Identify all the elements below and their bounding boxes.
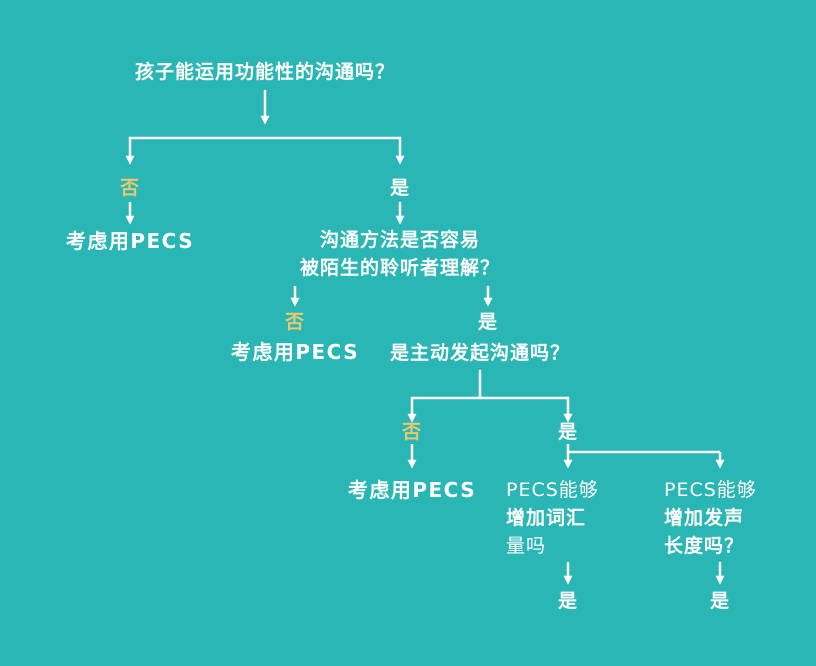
leaf-utterance-line1: PECS能够 — [664, 479, 757, 501]
branch2-yes-label: 是 — [477, 311, 499, 333]
branch1-no-result: 考虑用PECS — [65, 229, 195, 253]
leaf-utterance-line2: 增加发声 — [664, 507, 745, 529]
question-root: 孩子能运用功能性的沟通吗？ — [134, 61, 396, 83]
branch3-no-label: 否 — [401, 421, 423, 443]
leaf-utterance-result: 是 — [709, 590, 731, 612]
connector-split1 — [125, 136, 405, 165]
leaf-vocabulary-result: 是 — [557, 590, 579, 612]
leaf-vocabulary-line1: PECS能够 — [506, 479, 599, 501]
branch3-no-result: 考虑用PECS — [347, 478, 477, 502]
connector-split3 — [407, 396, 573, 423]
branch2-no-result: 考虑用PECS — [230, 340, 360, 364]
leaf-utterance-line3: 长度吗？ — [664, 535, 745, 557]
leaf-vocabulary-line2: 增加词汇 — [506, 507, 587, 529]
leaf-utterance: PECS能够 增加发声 长度吗？ — [664, 476, 757, 560]
branch3-yes-label: 是 — [557, 421, 579, 443]
branch1-yes-label: 是 — [389, 177, 411, 199]
question-3: 是主动发起沟通吗？ — [389, 342, 571, 364]
question-2: 沟通方法是否容易 被陌生的聆听者理解？ — [300, 226, 500, 282]
question-2-line1: 沟通方法是否容易 — [319, 229, 481, 251]
question-2-line2: 被陌生的聆听者理解？ — [299, 257, 501, 279]
leaf-vocabulary: PECS能够 增加词汇 量吗 — [506, 476, 599, 560]
branch1-no-label: 否 — [119, 177, 141, 199]
leaf-vocabulary-line3: 量吗 — [506, 535, 547, 557]
branch2-no-label: 否 — [284, 311, 306, 333]
